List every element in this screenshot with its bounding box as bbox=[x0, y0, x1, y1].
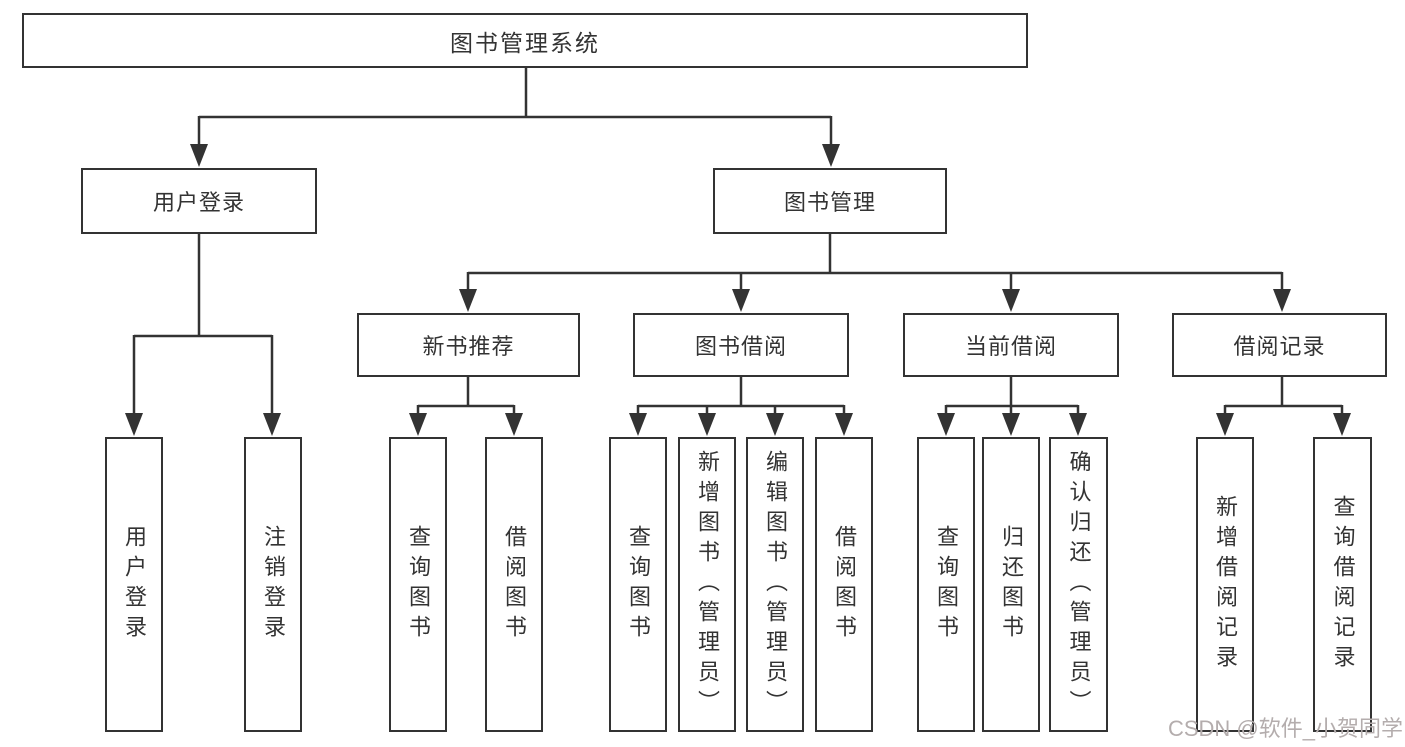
node-label: 确认归还（管理员） bbox=[1066, 449, 1092, 720]
node-label: 新书推荐 bbox=[422, 334, 515, 359]
leaf-cb-query-books: 查询图书 bbox=[917, 437, 975, 732]
arrowhead-icon bbox=[822, 144, 840, 167]
arrowhead-icon bbox=[459, 289, 477, 312]
node-new-book-recommend: 新书推荐 bbox=[357, 313, 580, 377]
arrowhead-icon bbox=[1002, 413, 1020, 436]
leaf-user-login: 用户登录 bbox=[105, 437, 163, 732]
node-label: 用户登录 bbox=[152, 190, 245, 215]
leaf-nb-borrow-books: 借阅图书 bbox=[485, 437, 543, 732]
arrowhead-icon bbox=[263, 413, 281, 436]
node-label: 借阅图书 bbox=[502, 524, 527, 645]
arrowhead-icon bbox=[937, 413, 955, 436]
leaf-br-add-record: 新增借阅记录 bbox=[1196, 437, 1254, 732]
node-label: 编辑图书（管理员） bbox=[763, 449, 788, 720]
arrowhead-icon bbox=[125, 413, 143, 436]
node-current-borrow: 当前借阅 bbox=[903, 313, 1119, 377]
node-user-login: 用户登录 bbox=[81, 168, 317, 234]
node-label: 查询图书 bbox=[626, 524, 651, 645]
node-label: 归还图书 bbox=[999, 524, 1024, 645]
leaf-nb-query-books: 查询图书 bbox=[389, 437, 447, 732]
arrowhead-icon bbox=[698, 413, 716, 436]
node-label: 查询图书 bbox=[934, 524, 959, 645]
node-label: 新增借阅记录 bbox=[1213, 494, 1238, 675]
leaf-bb-query-books: 查询图书 bbox=[609, 437, 667, 732]
arrowhead-icon bbox=[1273, 289, 1291, 312]
arrowhead-icon bbox=[1216, 413, 1234, 436]
node-label: 图书管理系统 bbox=[450, 29, 600, 56]
node-book-borrow: 图书借阅 bbox=[633, 313, 849, 377]
csdn-watermark: CSDN @软件_小贺同学 bbox=[1167, 716, 1403, 741]
leaf-bb-edit-books-admin: 编辑图书（管理员） bbox=[746, 437, 804, 732]
leaf-bb-add-books-admin: 新增图书（管理员） bbox=[678, 437, 736, 732]
leaf-br-query-record: 查询借阅记录 bbox=[1313, 437, 1372, 732]
node-borrow-records: 借阅记录 bbox=[1172, 313, 1387, 377]
leaf-cb-confirm-return-admin: 确认归还（管理员） bbox=[1049, 437, 1108, 732]
node-label: 注销登录 bbox=[261, 524, 286, 645]
node-label: 图书借阅 bbox=[694, 334, 787, 359]
arrowhead-icon bbox=[409, 413, 427, 436]
node-label: 借阅图书 bbox=[832, 524, 857, 645]
arrowhead-icon bbox=[1002, 289, 1020, 312]
arrowhead-icon bbox=[835, 413, 853, 436]
node-label: 借阅记录 bbox=[1233, 334, 1326, 359]
arrowhead-icon bbox=[732, 289, 750, 312]
node-label: 查询借阅记录 bbox=[1330, 494, 1356, 675]
node-label: 查询图书 bbox=[406, 524, 431, 645]
node-label: 用户登录 bbox=[122, 524, 147, 645]
arrowhead-icon bbox=[766, 413, 784, 436]
node-library-management-system: 图书管理系统 bbox=[22, 13, 1028, 68]
arrowhead-icon bbox=[1333, 413, 1351, 436]
leaf-bb-borrow-books: 借阅图书 bbox=[815, 437, 873, 732]
arrowhead-icon bbox=[505, 413, 523, 436]
arrowhead-icon bbox=[629, 413, 647, 436]
leaf-cb-return-books: 归还图书 bbox=[982, 437, 1040, 732]
leaf-logout: 注销登录 bbox=[244, 437, 302, 732]
arrowhead-icon bbox=[1069, 413, 1087, 436]
node-label: 当前借阅 bbox=[964, 334, 1057, 359]
node-book-management: 图书管理 bbox=[713, 168, 947, 234]
arrowhead-icon bbox=[190, 144, 208, 167]
node-label: 新增图书（管理员） bbox=[695, 449, 720, 720]
node-label: 图书管理 bbox=[783, 190, 876, 215]
